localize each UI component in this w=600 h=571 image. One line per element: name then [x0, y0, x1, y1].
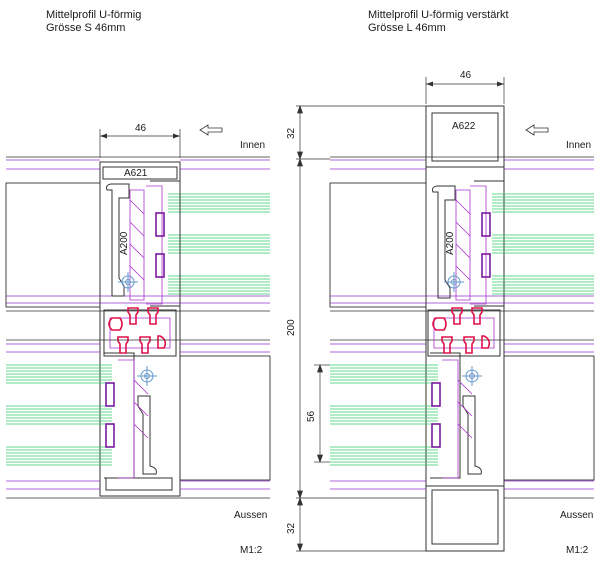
right-center-insert [427, 307, 501, 357]
right-sash-lines [330, 159, 594, 490]
left-width-dimension: 46 [99, 123, 181, 158]
right-insert-label: A200 [445, 231, 456, 255]
right-lower-screw-icon [461, 365, 483, 387]
right-scale-label: M1:2 [566, 545, 589, 556]
right-width-label: 46 [460, 70, 472, 81]
left-lower-glazing [6, 365, 112, 465]
left-lower-screw-icon [136, 365, 158, 387]
right-upper-frame [329, 182, 427, 308]
left-top-profile-label: A621 [124, 168, 148, 179]
right-title-line1: Mittelprofil U-förmig verstärkt [368, 9, 509, 21]
left-main-profile [99, 161, 181, 497]
right-dim-middle: 200 [286, 319, 297, 336]
left-upper-insert [129, 185, 163, 305]
right-inside-arrow-icon [525, 124, 549, 136]
right-lower-frame [503, 355, 595, 481]
right-drawing: Mittelprofil U-förmig verstärkt Grösse L… [286, 9, 594, 556]
left-lower-insert [118, 359, 149, 479]
right-outside-label: Aussen [560, 510, 593, 521]
right-main-profile [425, 105, 505, 552]
right-width-dimension: 46 [425, 70, 505, 104]
right-lower-glazing [330, 365, 438, 465]
right-dim-inner: 56 [306, 410, 317, 422]
left-scale-label: M1:2 [240, 545, 263, 556]
left-upper-screw-icon [117, 271, 139, 293]
left-inside-arrow-icon [199, 124, 223, 136]
right-upper-glazing [492, 194, 594, 294]
left-upper-spacer-blocks [155, 212, 165, 278]
right-inside-label: Innen [566, 140, 591, 151]
left-lower-sash-lines [6, 343, 270, 490]
left-outside-label: Aussen [234, 510, 267, 521]
right-dim-bottom: 32 [286, 522, 297, 534]
right-upper-screw-icon [443, 271, 465, 293]
left-upper-frame [5, 182, 101, 308]
right-vertical-dimensions [296, 104, 426, 553]
right-top-profile-label: A622 [452, 121, 476, 132]
left-upper-glazing [168, 194, 270, 294]
left-drawing: Mittelprofil U-förmig Grösse S 46mm 46 I… [6, 9, 270, 556]
right-spacer-blocks [431, 212, 491, 448]
right-inserts [442, 185, 487, 479]
left-insert-label: A200 [119, 231, 130, 255]
left-width-label: 46 [135, 123, 147, 134]
right-dim-top: 32 [286, 127, 297, 139]
left-lower-spacer-blocks [105, 382, 115, 448]
left-upper-sash-lines [6, 159, 270, 304]
left-center-insert [103, 307, 177, 357]
left-lower-frame [179, 355, 271, 481]
left-title-line1: Mittelprofil U-förmig [46, 9, 141, 21]
left-title-line2: Grösse S 46mm [46, 22, 125, 34]
left-inside-label: Innen [240, 140, 265, 151]
right-title-line2: Grösse L 46mm [368, 22, 446, 34]
